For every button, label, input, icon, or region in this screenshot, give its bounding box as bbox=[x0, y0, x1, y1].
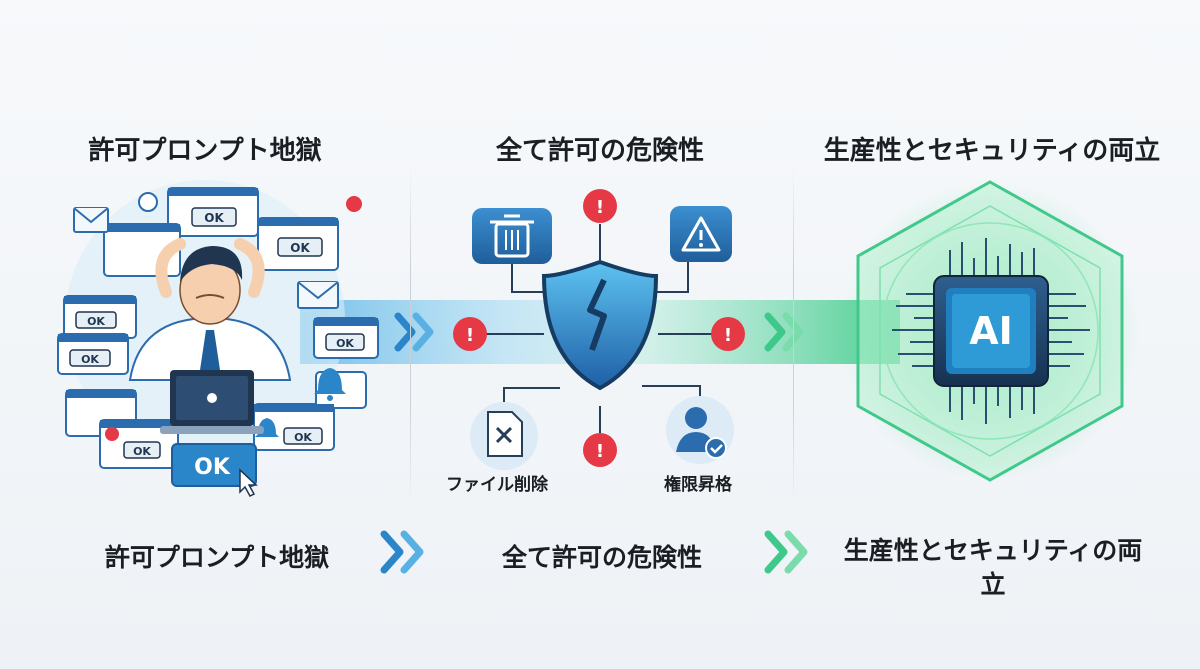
file-delete-icon bbox=[470, 402, 538, 470]
big-ok-button bbox=[171, 443, 258, 497]
privilege-escalation-label: 権限昇格 bbox=[664, 475, 732, 495]
ok-label: OK bbox=[290, 241, 310, 255]
stage-divider bbox=[793, 165, 794, 505]
envelope-icon bbox=[73, 207, 339, 309]
prompt-hell-illustration bbox=[57, 180, 379, 497]
danger-illustration: ! ! ! ! bbox=[453, 189, 745, 470]
user-escalation-icon bbox=[666, 396, 734, 464]
stage-title-prompt-hell: 許可プロンプト地獄 bbox=[88, 136, 322, 166]
stage-caption-prompt-hell: 許可プロンプト地獄 bbox=[104, 543, 330, 572]
laptop-icon bbox=[160, 370, 264, 434]
chip-label: AI bbox=[969, 309, 1013, 353]
big-ok-label: OK bbox=[194, 455, 231, 480]
file-delete-label: ファイル削除 bbox=[446, 475, 548, 495]
stage-caption-balance: 生産性とセキュリティの両立 bbox=[843, 536, 1143, 599]
svg-text:!: ! bbox=[596, 197, 604, 218]
stage-divider bbox=[410, 165, 411, 505]
ok-label: OK bbox=[133, 445, 151, 458]
ok-label: OK bbox=[204, 211, 224, 225]
broken-shield-icon bbox=[541, 259, 659, 391]
trash-icon bbox=[472, 208, 552, 264]
ok-label: OK bbox=[336, 337, 354, 350]
ai-chip-illustration bbox=[840, 180, 1140, 482]
svg-text:!: ! bbox=[596, 441, 604, 462]
stage-caption-danger: 全て許可の危険性 bbox=[501, 543, 702, 572]
ok-label: OK bbox=[81, 353, 99, 366]
stage-title-balance: 生産性とセキュリティの両立 bbox=[823, 136, 1161, 166]
warning-icon bbox=[670, 206, 732, 262]
stage-title-danger: 全て許可の危険性 bbox=[495, 136, 704, 166]
svg-text:!: ! bbox=[466, 325, 474, 346]
svg-text:!: ! bbox=[724, 325, 732, 346]
ok-label: OK bbox=[294, 431, 312, 444]
ok-label: OK bbox=[87, 315, 105, 328]
alert-icon bbox=[453, 189, 745, 467]
chevron-right-icon bbox=[380, 312, 808, 574]
